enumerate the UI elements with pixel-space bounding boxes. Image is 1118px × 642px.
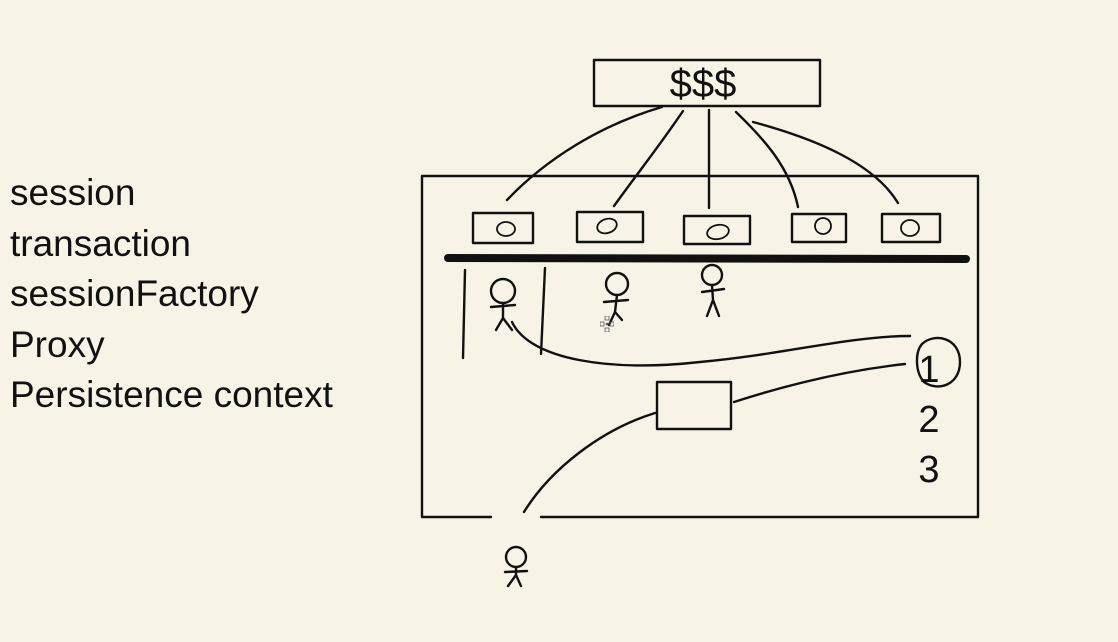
- term-persistence-context: Persistence context: [10, 374, 333, 415]
- connection-pool: [471, 210, 942, 246]
- context-to-list-curve: [732, 362, 907, 404]
- stick-figure-icon: [700, 263, 726, 318]
- database-box: $$$: [592, 58, 822, 108]
- application-frame: [420, 174, 980, 519]
- number-2: 2: [918, 399, 939, 441]
- database-label: $$$: [670, 62, 737, 106]
- terms-list: session transaction sessionFactory Proxy…: [10, 168, 333, 421]
- term-session-factory: sessionFactory: [10, 273, 259, 314]
- connection-slot-icon: [682, 214, 752, 246]
- stick-figure-icon: [602, 271, 630, 327]
- database-connections: [505, 105, 900, 210]
- context-box: [655, 380, 733, 431]
- term-session: session: [10, 172, 136, 213]
- number-1: 1: [918, 349, 939, 391]
- connection-slot-icon: [790, 212, 848, 244]
- move-cursor-icon: [600, 316, 614, 332]
- circle-highlight: [915, 336, 962, 388]
- connection-slot-icon: [575, 210, 645, 244]
- term-transaction: transaction: [10, 222, 191, 264]
- stick-figure-icon: [489, 277, 517, 332]
- stick-figure-icon: [503, 545, 529, 588]
- connection-slot-icon: [471, 211, 535, 245]
- context-to-client-curve: [522, 411, 657, 514]
- lane-line-left: [461, 268, 467, 360]
- lane-line-right: [539, 266, 547, 356]
- number-3: 3: [918, 449, 939, 491]
- connection-slot-icon: [880, 212, 942, 244]
- pool-bar: [444, 254, 970, 263]
- user-to-context-curve: [510, 320, 912, 367]
- term-proxy: Proxy: [10, 323, 105, 365]
- numbered-list: 1 2 3: [915, 336, 962, 491]
